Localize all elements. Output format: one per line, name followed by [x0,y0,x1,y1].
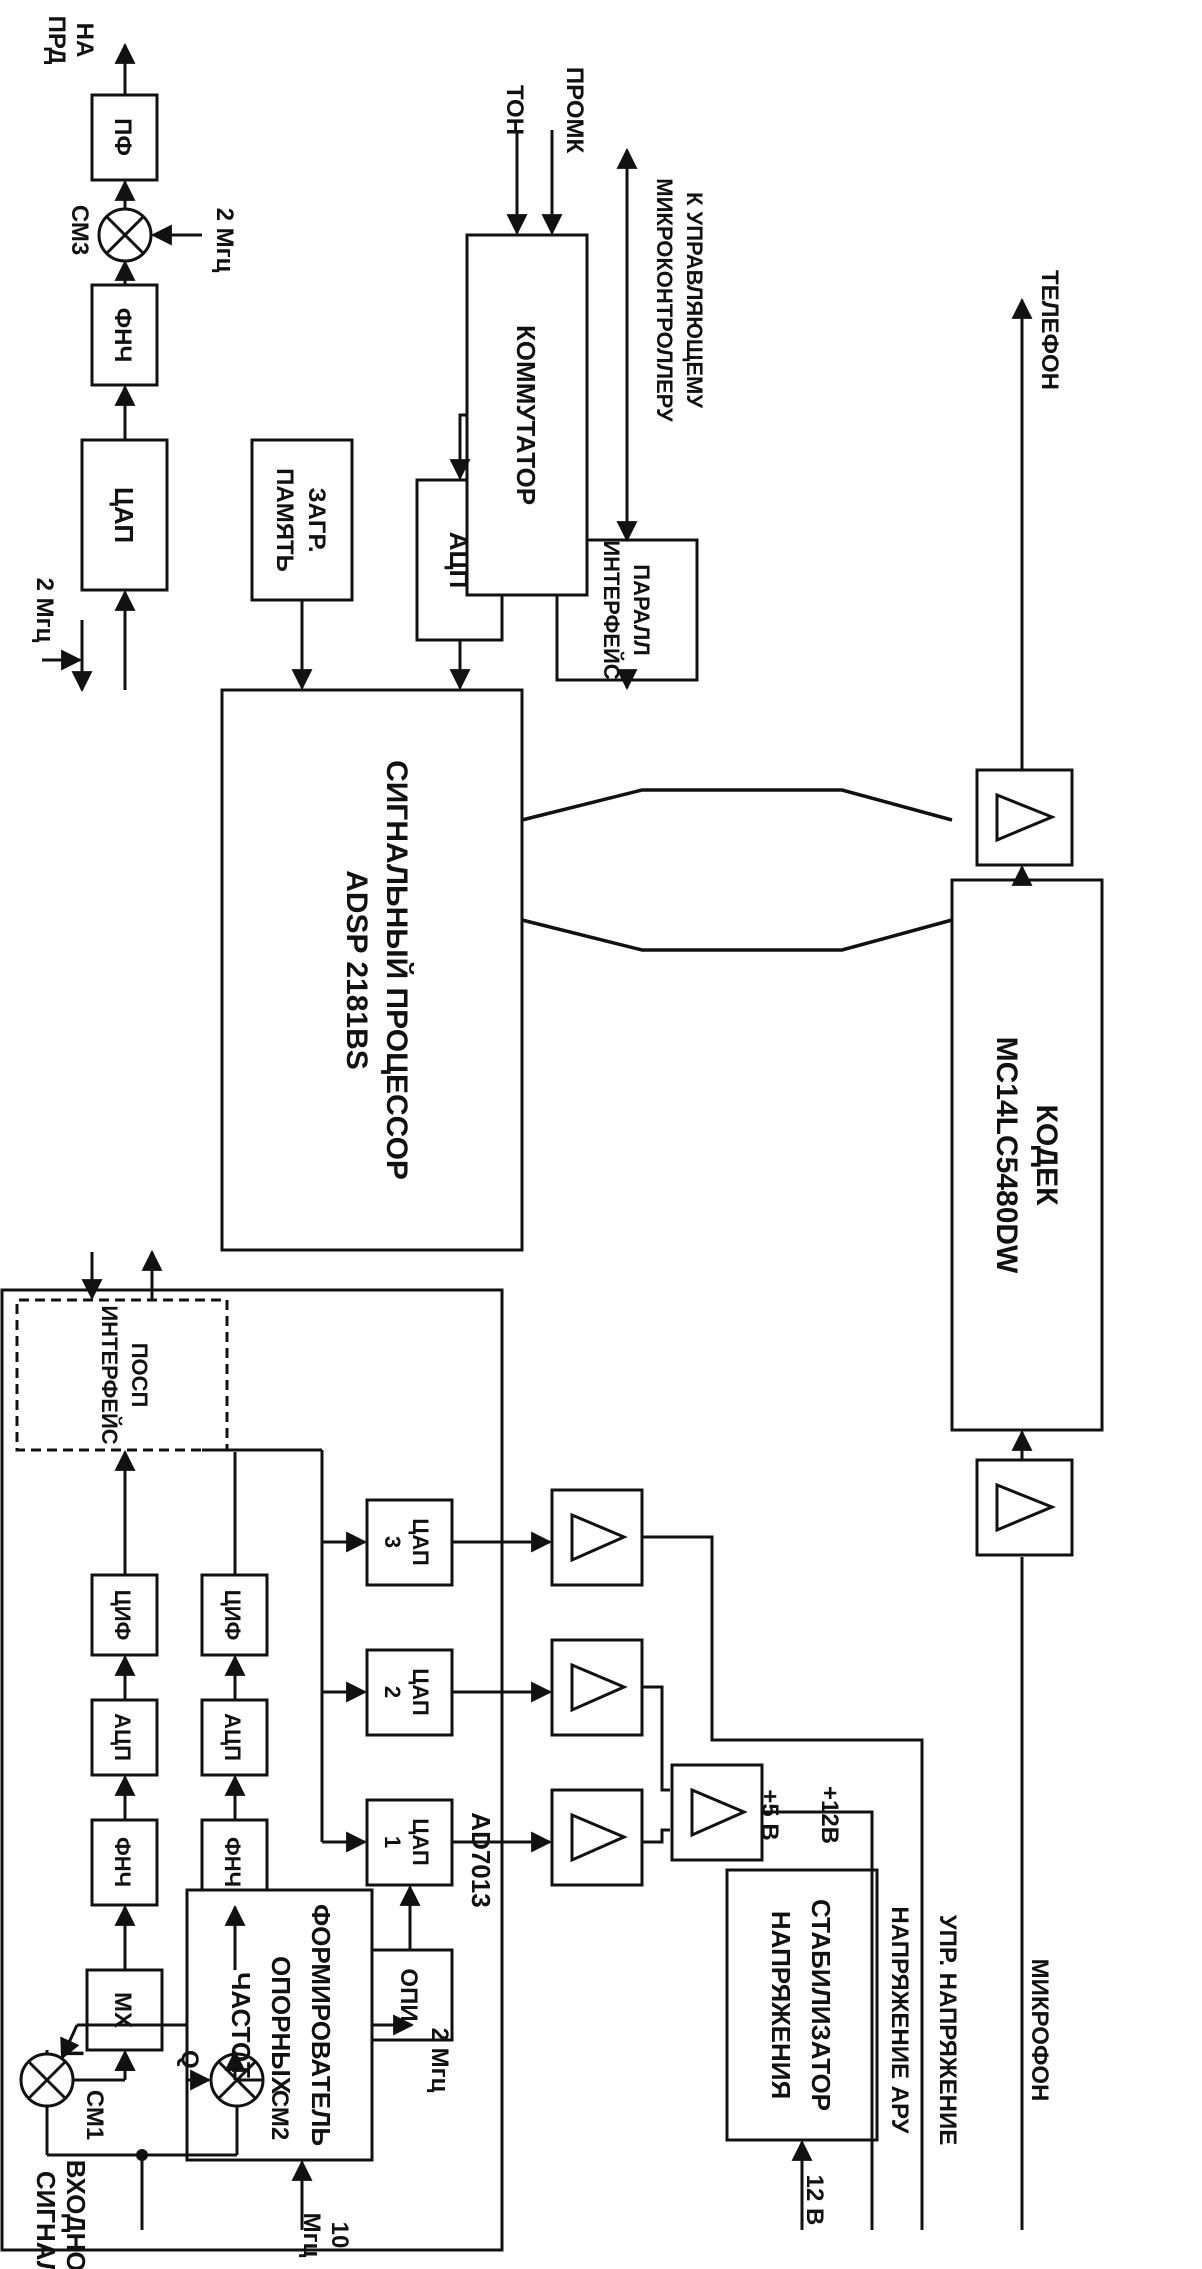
promk-label: ПРОМК [561,67,588,154]
amp2-triangle-icon [570,1662,628,1713]
q-channel-label: Q [176,2050,203,2069]
freq-in-label-2: Мгц [298,2213,325,2258]
mcu-label-1: К УПРАВЛЯЮЩЕМУ [682,192,707,408]
stabilizer-block [725,1868,879,2142]
fnch2-label: ФНЧ [220,1837,245,1887]
stabilizer-label-1: СТАБИЛИЗАТОР [806,1899,836,2111]
freq-ref-cm1 [60,2024,80,2060]
acp2-label: АЦП [220,1713,245,1761]
cap2-label-b: 2 [380,1686,405,1698]
f2-mix-label: 2 Мгц [211,208,238,273]
codec-label-2: MC14LC5480DW [990,1037,1023,1274]
amp2-amp4 [642,1685,670,1792]
stabilizer-label-2: НАПРЯЖЕНИЯ [766,1911,796,2099]
cm2-label: СМ2 [266,2090,293,2140]
codec-label-1: КОДЕК [1030,1105,1063,1207]
mx1-label: МХ [109,1992,136,2028]
f2-top-label: 2 Мгц [31,578,58,643]
microphone-label: МИКРОФОН [1026,1959,1053,2102]
amp4-block [670,1763,764,1862]
dsp-label-2: ADSP 2181BS [340,870,373,1070]
agc-label: НАПРЯЖЕНИЕ АРУ [886,1906,913,2134]
dsp-codec-bus-left [521,788,953,822]
amp-mic-triangle-icon [995,1482,1056,1533]
amp-phone-triangle-icon [995,792,1056,843]
cif1-label: ЦИФ [110,1590,135,1641]
phone-label: ТЕЛЕФОН [1036,270,1063,390]
amp-phone-block [975,768,1074,867]
v12-out-label: +12В [816,1786,843,1844]
ad7013-label: AD7013 [466,1812,496,1907]
fnch1-label: ФНЧ [110,1837,135,1887]
posp-interface-block [15,1298,229,1452]
bandpass-filter-label: ПФ [109,118,136,156]
tx-lpf-label: ФНЧ [109,308,136,363]
cap1-label-a: ЦАП [408,1818,433,1865]
freq-former-label-2: ОПОРНЫХ [266,1956,296,2095]
amp4-triangle-icon [690,1787,748,1838]
cm1-label: СМ1 [81,2090,108,2140]
parallel-interface-label-2: ИНТЕРФЕЙС [599,540,624,679]
freq-former-label-1: ФОРМИРОВАТЕЛЬ [306,1904,336,2146]
amp3-triangle-icon [570,1512,628,1563]
codec-block [950,878,1104,1432]
amp3-ctrl [642,1535,924,2230]
dsp-block [220,688,524,1252]
mixer-cm3-icon [97,207,153,263]
boot-memory-label-2: ПАМЯТЬ [271,468,298,572]
switch-label: КОММУТАТОР [511,325,541,505]
amp4-agc [762,1810,874,2230]
posp-label-2: ИНТЕРФЕЙС [97,1305,122,1444]
tx-dac-label: ЦАП [109,487,139,543]
mcu-label-2: МИКРОКОНТРОЛЛЕРУ [652,178,677,422]
amp3-block [550,1488,644,1587]
amp1-block [550,1788,644,1887]
cap2-label-a: ЦАП [408,1668,433,1715]
freq-former-label-3: ЧАСТОТ [226,1972,256,2078]
parallel-interface-label-1: ПАРАЛЛ [629,564,654,655]
cif2-label: ЦИФ [220,1590,245,1641]
cap3-label-b: 3 [380,1536,405,1548]
posp-label-1: ПОСП [127,1343,152,1408]
opi-label: ОПИ [395,1968,422,2021]
input-label-1: ВХОДНОЙ [61,2160,91,2269]
freq-in-label-1: 10 [326,2222,353,2249]
switch-to-acp [449,413,471,481]
amp2-block [550,1638,644,1737]
freq-out-label: 2 Мгц [426,2028,453,2093]
amp-mic-block [975,1458,1074,1557]
cm3-label: СМ3 [66,205,93,255]
input-label-2: СИГНАЛ [31,2171,61,2269]
dsp-label-1: СИГНАЛЬНЫЙ ПРОЦЕССОР [380,760,414,1180]
boot-memory-label-1: ЗАГР. [303,487,330,552]
ctrl-voltage-label: УПР. НАПРЯЖЕНИЕ [934,1915,961,2145]
i-channel-label: I [61,2050,88,2057]
cap3-label-a: ЦАП [408,1518,433,1565]
acp1-label: АЦП [110,1713,135,1761]
amp1-amp4 [642,1828,670,1844]
to-tx-label-2: ПРД [43,16,70,65]
ton-label: ТОН [501,85,528,135]
v12-in-label: 12 В [801,2175,828,2226]
v5-out-label: +5 В [756,1789,783,1840]
amp1-triangle-icon [570,1812,628,1863]
cap1-label-b: 1 [380,1836,405,1848]
to-tx-label-1: НА [71,23,98,58]
dsp-codec-bus-right [521,918,953,952]
boot-memory-block [250,438,354,602]
